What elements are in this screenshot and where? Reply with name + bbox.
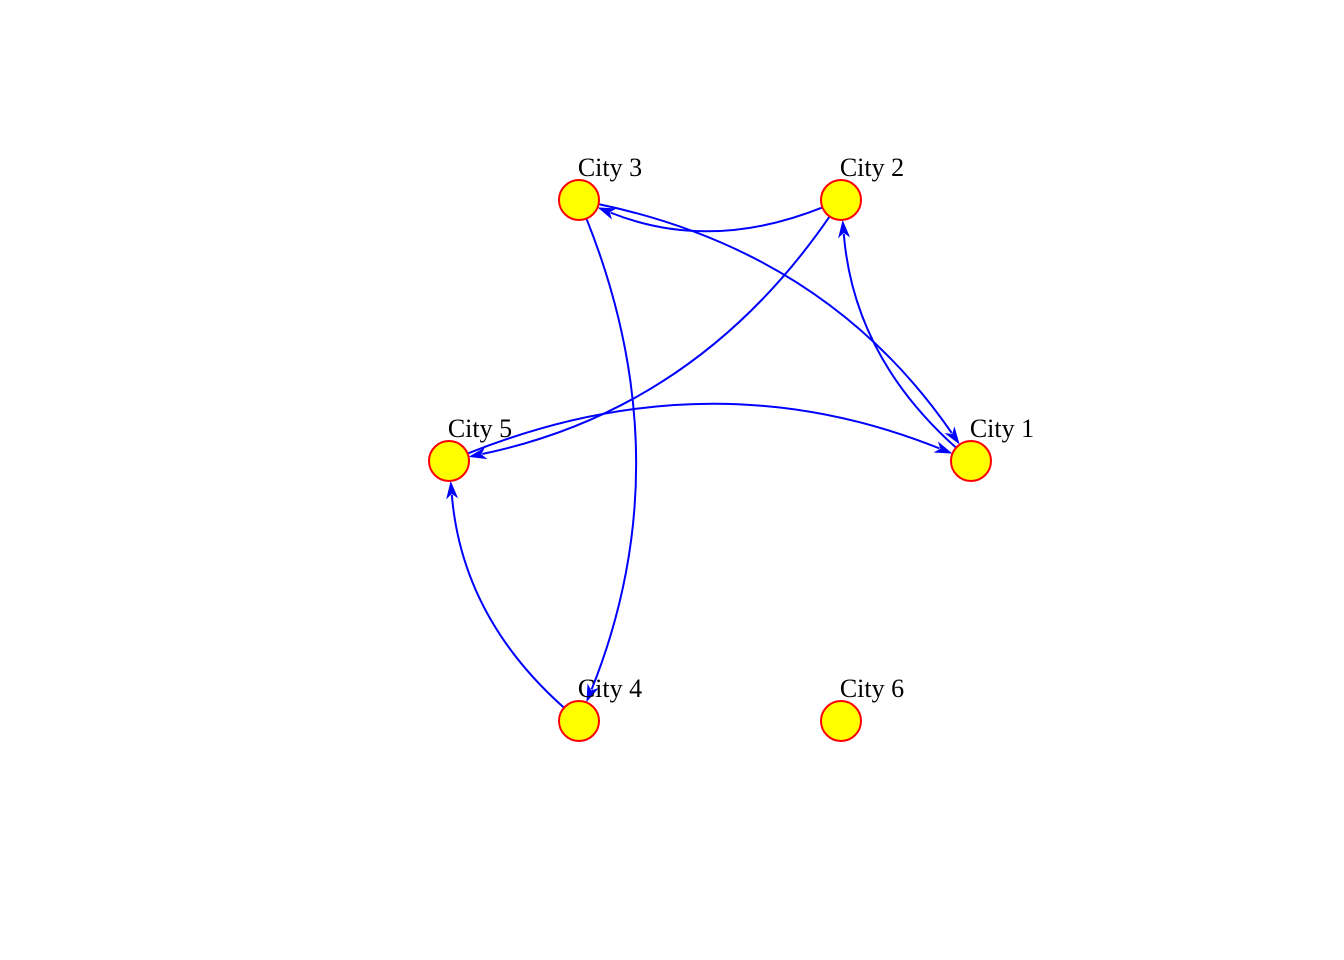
arrowhead-icon: [933, 441, 953, 454]
arrowhead-icon: [838, 219, 851, 239]
node-label: City 4: [578, 674, 642, 703]
node-label: City 1: [970, 414, 1034, 443]
node-label: City 2: [840, 153, 904, 182]
node-city-5: [428, 440, 470, 482]
arrowhead-icon: [468, 447, 488, 460]
edges-layer: [446, 203, 960, 709]
edge-line: [842, 233, 957, 449]
arrowhead-icon: [944, 426, 960, 445]
arrowhead-icon: [586, 683, 599, 703]
edge-city4-to-city5: [446, 480, 565, 709]
node-city-2: [820, 179, 862, 221]
node-city-3: [558, 179, 600, 221]
node-label: City 3: [578, 153, 642, 182]
nodes-layer: [428, 179, 992, 742]
edge-city3-to-city1: [598, 203, 960, 445]
node-city-6: [820, 700, 862, 742]
edge-city5-to-city1: [467, 402, 953, 455]
edge-line: [450, 494, 565, 709]
edge-city3-to-city4: [585, 218, 638, 703]
arrowhead-icon: [597, 207, 617, 220]
node-city-4: [558, 700, 600, 742]
edge-line: [482, 215, 831, 455]
edge-line: [598, 203, 953, 434]
edge-city1-to-city2: [838, 219, 957, 449]
edge-city2-to-city5: [468, 215, 831, 460]
edge-line: [467, 402, 940, 455]
edge-line: [585, 218, 638, 690]
edge-city2-to-city3: [597, 206, 823, 233]
arrowhead-icon: [446, 480, 459, 500]
node-label: City 5: [448, 414, 512, 443]
node-label: City 6: [840, 674, 904, 703]
labels-layer: City 1 City 2 City 3 City 4 City 5 City 6: [448, 153, 1034, 703]
node-city-1: [950, 440, 992, 482]
edge-line: [610, 206, 823, 233]
